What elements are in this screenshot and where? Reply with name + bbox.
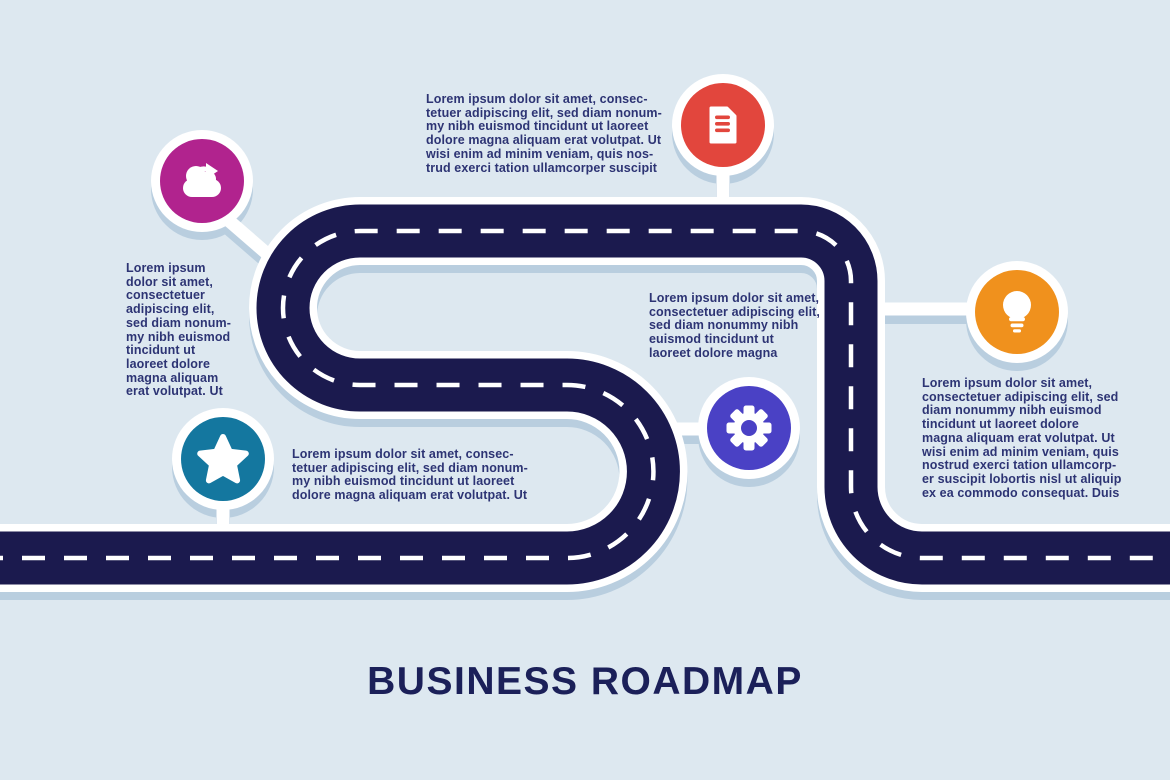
text-line: tincidunt ut [126, 343, 196, 358]
text-line: Lorem ipsum dolor sit amet, [649, 291, 820, 305]
text-line: dolore magna aliquam erat volutpat. Ut [292, 488, 528, 503]
milestone-star-marker [172, 408, 274, 510]
cloud-arrow-icon [183, 160, 221, 197]
text-line: ex ea commodo consequat. Duis [922, 485, 1120, 500]
milestone-text-star: Lorem ipsum dolor sit amet, consec-tetue… [292, 447, 528, 503]
text-line: consectetuer adipiscing elit, sed [922, 389, 1119, 404]
text-line: dolore magna aliquam erat volutpat. Ut [426, 133, 662, 148]
text-line: diam nonummy nibh euismod [922, 403, 1102, 418]
text-line: Lorem ipsum dolor sit amet, consec- [426, 92, 648, 106]
text-line: sed diam nonummy nibh [649, 318, 799, 333]
gear-icon [726, 405, 772, 451]
text-line: euismod tincidunt ut [649, 332, 774, 347]
milestone-text-document: Lorem ipsum dolor sit amet, consec-tetue… [426, 92, 662, 175]
text-line: nostrud exerci tation ullamcorp- [922, 458, 1117, 473]
document-lines [715, 115, 730, 133]
text-line: magna aliquam [126, 370, 219, 385]
text-line: trud exerci tation ullamcorper suscipit [426, 160, 658, 175]
text-line: sed diam nonum- [126, 315, 231, 330]
text-line: Lorem ipsum [126, 261, 206, 275]
milestone-lightbulb-marker [966, 261, 1068, 363]
text-line: laoreet dolore magna [649, 345, 778, 360]
star-icon [197, 434, 249, 484]
lightbulb-icon [1003, 291, 1031, 333]
milestone-text-lightbulb: Lorem ipsum dolor sit amet,consectetuer … [922, 376, 1122, 500]
text-line: adipiscing elit, [126, 302, 215, 317]
text-line: my nibh euismod [126, 329, 231, 344]
text-line: dolor sit amet, [126, 274, 213, 289]
text-line: magna aliquam erat volutpat. Ut [922, 430, 1115, 445]
text-line: tetuer adipiscing elit, sed diam nonum- [292, 460, 528, 475]
text-line: consectetuer adipiscing elit, [649, 304, 821, 319]
milestone-gear-marker [698, 377, 800, 479]
document-icon [709, 106, 737, 144]
text-line: my nibh euismod tincidunt ut laoreet [292, 474, 515, 489]
text-line: er suscipit lobortis nisl ut aliquip [922, 471, 1122, 486]
text-line: wisi enim ad minim veniam, quis [922, 444, 1119, 459]
milestone-text-gear: Lorem ipsum dolor sit amet,consectetuer … [649, 291, 821, 361]
text-line: my nibh euismod tincidunt ut laoreet [426, 119, 649, 134]
text-line: wisi enim ad minim veniam, quis nos- [426, 146, 654, 161]
gear-hole [741, 420, 757, 436]
text-line: tetuer adipiscing elit, sed diam nonum- [426, 105, 662, 120]
text-line: tincidunt ut laoreet dolore [922, 417, 1079, 432]
text-line: consectetuer [126, 288, 206, 303]
text-line: erat volutpat. Ut [126, 384, 223, 399]
page-title: BUSINESS ROADMAP [367, 660, 803, 703]
milestone-cloud-marker [151, 130, 253, 232]
text-line: laoreet dolore [126, 356, 211, 371]
milestone-document-marker [672, 74, 774, 176]
text-line: Lorem ipsum dolor sit amet, consec- [292, 447, 514, 461]
text-line: Lorem ipsum dolor sit amet, [922, 376, 1093, 390]
road-center-dashes [0, 228, 1170, 561]
